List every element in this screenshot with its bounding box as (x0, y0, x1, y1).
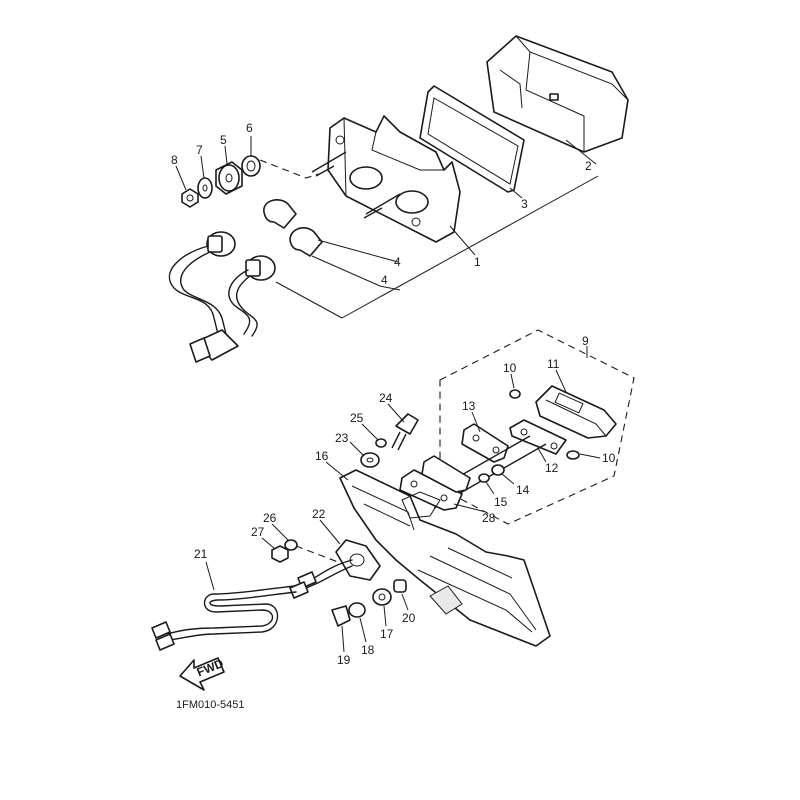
label-4-upper: 4 (394, 255, 401, 269)
tail-lens-cover (486, 35, 629, 153)
label-7: 7 (196, 143, 203, 157)
collar-15 (478, 473, 490, 483)
label-13: 13 (462, 399, 476, 413)
label-18: 18 (361, 643, 375, 657)
lens-gasket (419, 85, 525, 193)
leader-lines-bottom (205, 346, 601, 653)
fwd-arrow-icon: FWD (179, 656, 226, 691)
label-14: 14 (516, 483, 530, 497)
lamp-plate-13 (461, 423, 509, 463)
label-28: 28 (482, 511, 496, 525)
label-4-lower: 4 (381, 273, 388, 287)
lamp-plate-12 (509, 419, 567, 455)
label-17: 17 (380, 627, 394, 641)
label-5: 5 (220, 133, 227, 147)
label-10-lower: 10 (602, 451, 616, 465)
washer-25 (375, 438, 387, 448)
collar-23 (360, 452, 380, 468)
bulb-sockets-harness (168, 231, 276, 363)
drawing-code: 1FM010-5451 (176, 699, 245, 711)
lead-wire-21 (151, 559, 353, 651)
washer-7 (197, 177, 213, 199)
label-22: 22 (312, 507, 326, 521)
bulb-socket-hole (349, 166, 383, 190)
label-12: 12 (545, 461, 559, 475)
label-21: 21 (194, 547, 208, 561)
collar-20 (393, 579, 407, 593)
leader-lines-top (175, 136, 599, 319)
spacer-plate-28 (399, 469, 463, 511)
lens-tab (549, 93, 559, 101)
bulb-10-lower (566, 450, 580, 460)
label-25: 25 (350, 411, 364, 425)
label-10-upper: 10 (503, 361, 517, 375)
grommet-5 (215, 161, 243, 195)
label-19: 19 (337, 653, 351, 667)
nut-8 (181, 188, 199, 208)
label-1: 1 (474, 255, 481, 269)
label-11: 11 (547, 357, 560, 371)
nut-27 (271, 545, 289, 563)
bolt-24 (391, 413, 419, 451)
grommet-6 (241, 155, 261, 177)
bulb-upper (263, 199, 297, 229)
washer-14 (491, 464, 505, 476)
label-6: 6 (246, 121, 253, 135)
label-8: 8 (171, 153, 178, 167)
bulb-lower (289, 227, 323, 257)
label-15: 15 (494, 495, 508, 509)
label-23: 23 (335, 431, 349, 445)
license-lamp-housing (535, 385, 617, 439)
label-26: 26 (263, 511, 277, 525)
license-plate-bracket (339, 469, 551, 647)
label-24: 24 (379, 391, 393, 405)
spacer-plate-inner (421, 455, 471, 493)
bulb-10-upper (509, 389, 521, 399)
label-20: 20 (402, 611, 416, 625)
nut-19 (331, 605, 351, 627)
label-2: 2 (585, 159, 592, 173)
label-3: 3 (521, 197, 528, 211)
grommet-17 (372, 588, 392, 606)
label-16: 16 (315, 449, 329, 463)
cord-grommet-22 (335, 539, 381, 581)
label-27: 27 (251, 525, 265, 539)
part-number-labels: 1 2 3 4 4 5 6 7 8 9 10 10 11 12 13 14 15… (171, 121, 616, 667)
tail-light-housing (311, 115, 461, 243)
washer-18 (348, 602, 366, 618)
bulb-socket-hole (395, 190, 429, 214)
washer-26 (284, 539, 298, 551)
label-9: 9 (582, 334, 589, 348)
